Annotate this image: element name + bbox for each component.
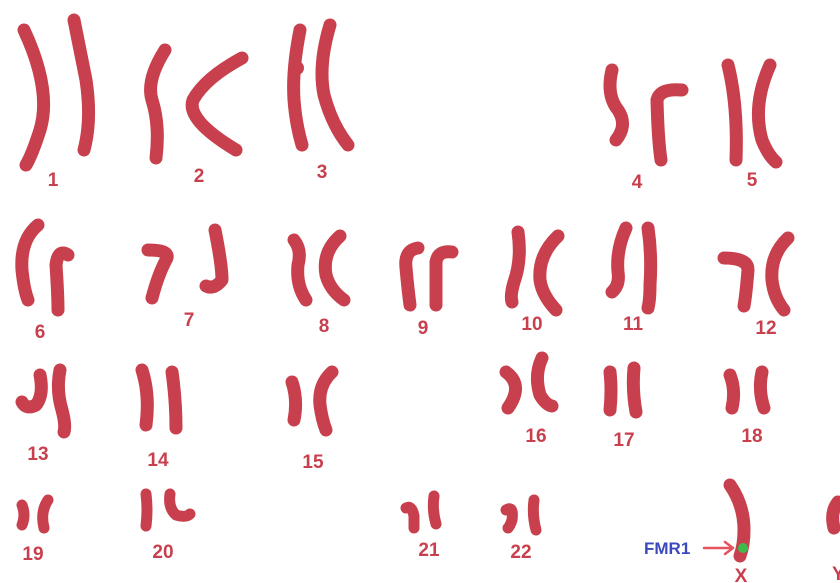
chromosome-pair-20 bbox=[146, 494, 190, 526]
chromosome-label-14: 14 bbox=[147, 450, 169, 471]
chromosome-label-8: 8 bbox=[319, 316, 330, 337]
chromosome-pair-4 bbox=[610, 70, 682, 160]
chromosome-pair-14 bbox=[142, 370, 176, 428]
chromosome-label-13: 13 bbox=[27, 444, 48, 465]
chromosome-pair-5 bbox=[728, 65, 776, 162]
chromosome-pair-8 bbox=[294, 236, 344, 300]
chromosome-pair-13 bbox=[22, 370, 65, 432]
chromosome-label-1: 1 bbox=[48, 170, 59, 191]
chromosome-label-9: 9 bbox=[418, 318, 429, 339]
chromosome-pair-6 bbox=[22, 225, 68, 310]
chromosome-label-22: 22 bbox=[510, 542, 531, 563]
chromosome-label-10: 10 bbox=[521, 314, 542, 335]
chromosome-pair-10 bbox=[511, 232, 558, 310]
chromosome-pair-16 bbox=[506, 358, 552, 408]
fmr1-arrow-icon bbox=[704, 542, 733, 554]
chromosome-label-11: 11 bbox=[623, 314, 644, 335]
chromosome-pair-12 bbox=[724, 238, 788, 310]
chromosome-label-21: 21 bbox=[418, 540, 440, 561]
chromosome-pair-2 bbox=[151, 50, 242, 158]
chromosome-label-4: 4 bbox=[632, 172, 643, 193]
chromosome-pair-15 bbox=[292, 372, 332, 430]
chromosome-pair-22 bbox=[506, 500, 536, 530]
chromosome-label-17: 17 bbox=[613, 430, 634, 451]
chromosome-label-12: 12 bbox=[755, 318, 776, 339]
chromosome-pair-11 bbox=[612, 228, 651, 308]
chromosome-label-6: 6 bbox=[35, 322, 46, 343]
chromosome-label-7: 7 bbox=[184, 310, 195, 331]
chromosome-label-2: 2 bbox=[194, 166, 205, 187]
chromosome-pair-7 bbox=[148, 230, 222, 298]
chromosome-y bbox=[833, 502, 838, 528]
fmr1-marker bbox=[738, 543, 748, 553]
fmr1-gene-label: FMR1 bbox=[644, 539, 690, 558]
chromosome-label-18: 18 bbox=[741, 426, 762, 447]
chromosome-pair-17 bbox=[610, 368, 636, 412]
chromosome-x bbox=[730, 485, 748, 556]
chromosome-pair-3 bbox=[290, 25, 348, 145]
chromosome-pair-1 bbox=[24, 20, 89, 165]
chromosome-label-y: Y bbox=[832, 564, 840, 583]
chromosome-label-16: 16 bbox=[525, 426, 546, 447]
chromosome-label-15: 15 bbox=[302, 452, 324, 473]
chromosome-pair-18 bbox=[730, 372, 764, 408]
chromosome-label-5: 5 bbox=[747, 170, 758, 191]
chromosome-label-x: X bbox=[735, 566, 748, 583]
chromosome-pair-9 bbox=[406, 248, 452, 305]
chromosome-pair-19 bbox=[22, 500, 48, 528]
chromosome-label-3: 3 bbox=[317, 162, 328, 183]
chromosome-label-20: 20 bbox=[152, 542, 173, 563]
chromosome-label-19: 19 bbox=[22, 544, 43, 565]
chromosome-pair-21 bbox=[406, 496, 436, 528]
